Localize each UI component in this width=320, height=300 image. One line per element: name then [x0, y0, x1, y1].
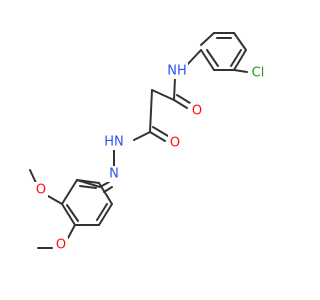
methoxy2-oxygen-label: O	[34, 182, 48, 198]
bond-ring2-a	[61, 179, 78, 205]
bond-nh-ring	[185, 49, 202, 67]
bond-ring2-ome3	[67, 224, 76, 239]
bond-ring1-d-inner	[230, 49, 242, 67]
bond-ring2-b	[61, 203, 76, 226]
molecule-structure: NH Cl O O HN N O O	[29, 32, 268, 253]
bond-ring2-f	[76, 179, 100, 184]
amide-nh-label: NH	[166, 63, 188, 79]
bond-n-ch-b	[103, 186, 113, 193]
bond-carbonyl1-o-a	[173, 99, 188, 109]
bond-ring2-e	[98, 182, 113, 205]
bond-ring1-c	[233, 32, 247, 51]
bond-carbonyl2-o-b	[152, 126, 169, 137]
amide-oxygen-label: O	[190, 103, 204, 119]
bond-ome2-ch3	[29, 169, 37, 184]
hydrazide-hn-label: HN	[102, 134, 126, 150]
molecule-canvas: NH Cl O O HN N O O	[29, 32, 268, 253]
amide-nh-text: NH	[167, 64, 187, 79]
hydrazide-oxygen-text: O	[170, 136, 180, 151]
amide-oxygen-text: O	[192, 104, 202, 119]
bond-ring1-cl	[233, 69, 248, 73]
methoxy3-oxygen-text: O	[56, 238, 66, 253]
imine-n-label: N	[107, 166, 121, 182]
bond-ring2-f-inner	[79, 185, 97, 189]
bond-ring1-d	[233, 49, 247, 71]
bond-ring2-b-inner	[66, 204, 79, 222]
bond-ring1-a	[200, 32, 215, 46]
bond-carbonyl2-nh	[133, 131, 151, 141]
bond-ring2-d-inner	[96, 203, 108, 221]
bond-ring2-ome2	[47, 195, 63, 205]
hydrazide-oxygen-label: O	[168, 135, 182, 151]
bond-ring1-f	[200, 49, 215, 71]
chlorine-label: Cl	[248, 65, 268, 81]
methoxy2-oxygen-text: O	[36, 183, 46, 198]
bond-nh-carbonyl	[173, 77, 176, 101]
bond-carbonyl2-o-a	[149, 131, 166, 142]
bond-ring1-f-inner	[206, 49, 219, 67]
chlorine-text: Cl	[252, 66, 265, 81]
bond-carbonyl1-ch2	[151, 89, 175, 101]
imine-n-text: N	[109, 167, 119, 182]
methoxy3-oxygen-label: O	[54, 237, 68, 253]
bonds	[29, 32, 248, 249]
bond-ring2-d	[98, 203, 113, 226]
bond-ch2-carbonyl2	[149, 89, 153, 133]
bond-carbonyl1-o-b	[176, 94, 191, 104]
atom-labels: NH Cl O O HN N O O	[34, 63, 268, 253]
hydrazide-hn-text: HN	[104, 135, 124, 150]
